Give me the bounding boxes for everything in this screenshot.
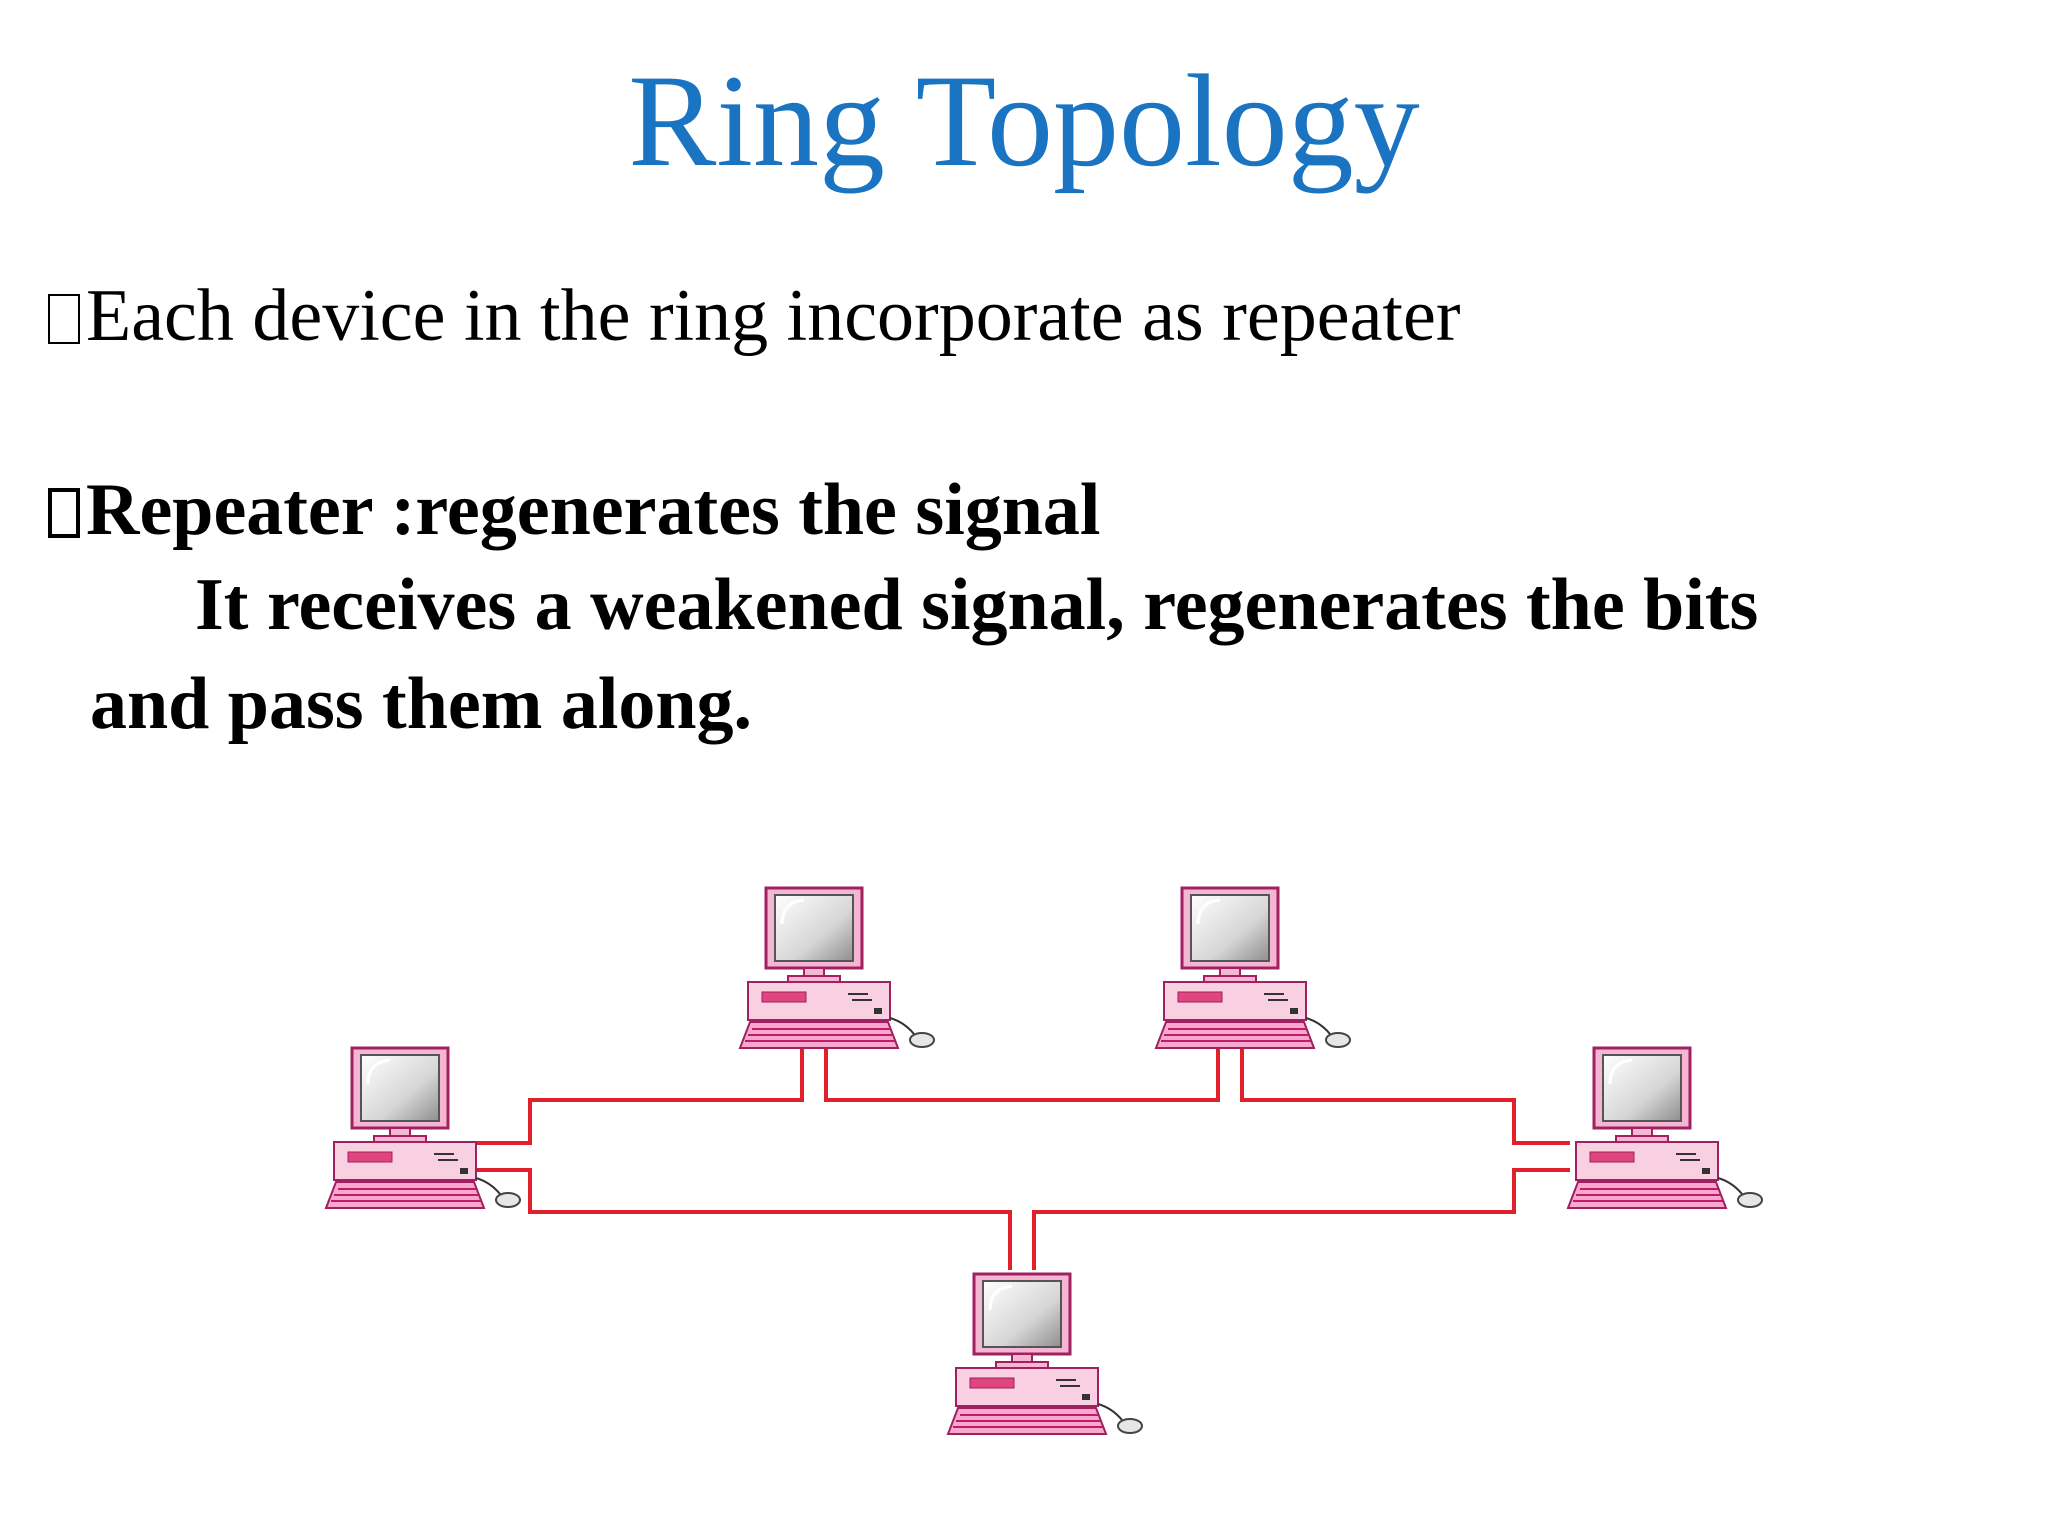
bullet-text: Each device in the ring incorporate as r… — [86, 275, 1461, 357]
computer-left — [324, 1046, 522, 1210]
computer-top-right — [1154, 886, 1352, 1050]
computer-bottom — [946, 1272, 1144, 1436]
repeater-detail-line-2: and pass them along. — [90, 663, 753, 745]
bullet-box-icon — [48, 488, 80, 538]
repeater-detail-line-1: It receives a weakened signal, regenerat… — [195, 564, 1759, 646]
computer-right — [1566, 1046, 1764, 1210]
bullet-point-repeater-device: Each device in the ring incorporate as r… — [48, 275, 1461, 357]
bullet-point-repeater-definition: Repeater :regenerates the signal — [48, 469, 1101, 551]
bullet-text: Repeater :regenerates the signal — [86, 469, 1101, 551]
bullet-box-icon — [48, 294, 80, 344]
ring-link-lines — [470, 1045, 1570, 1270]
slide-title: Ring Topology — [628, 47, 1420, 194]
computer-top-left — [738, 886, 936, 1050]
